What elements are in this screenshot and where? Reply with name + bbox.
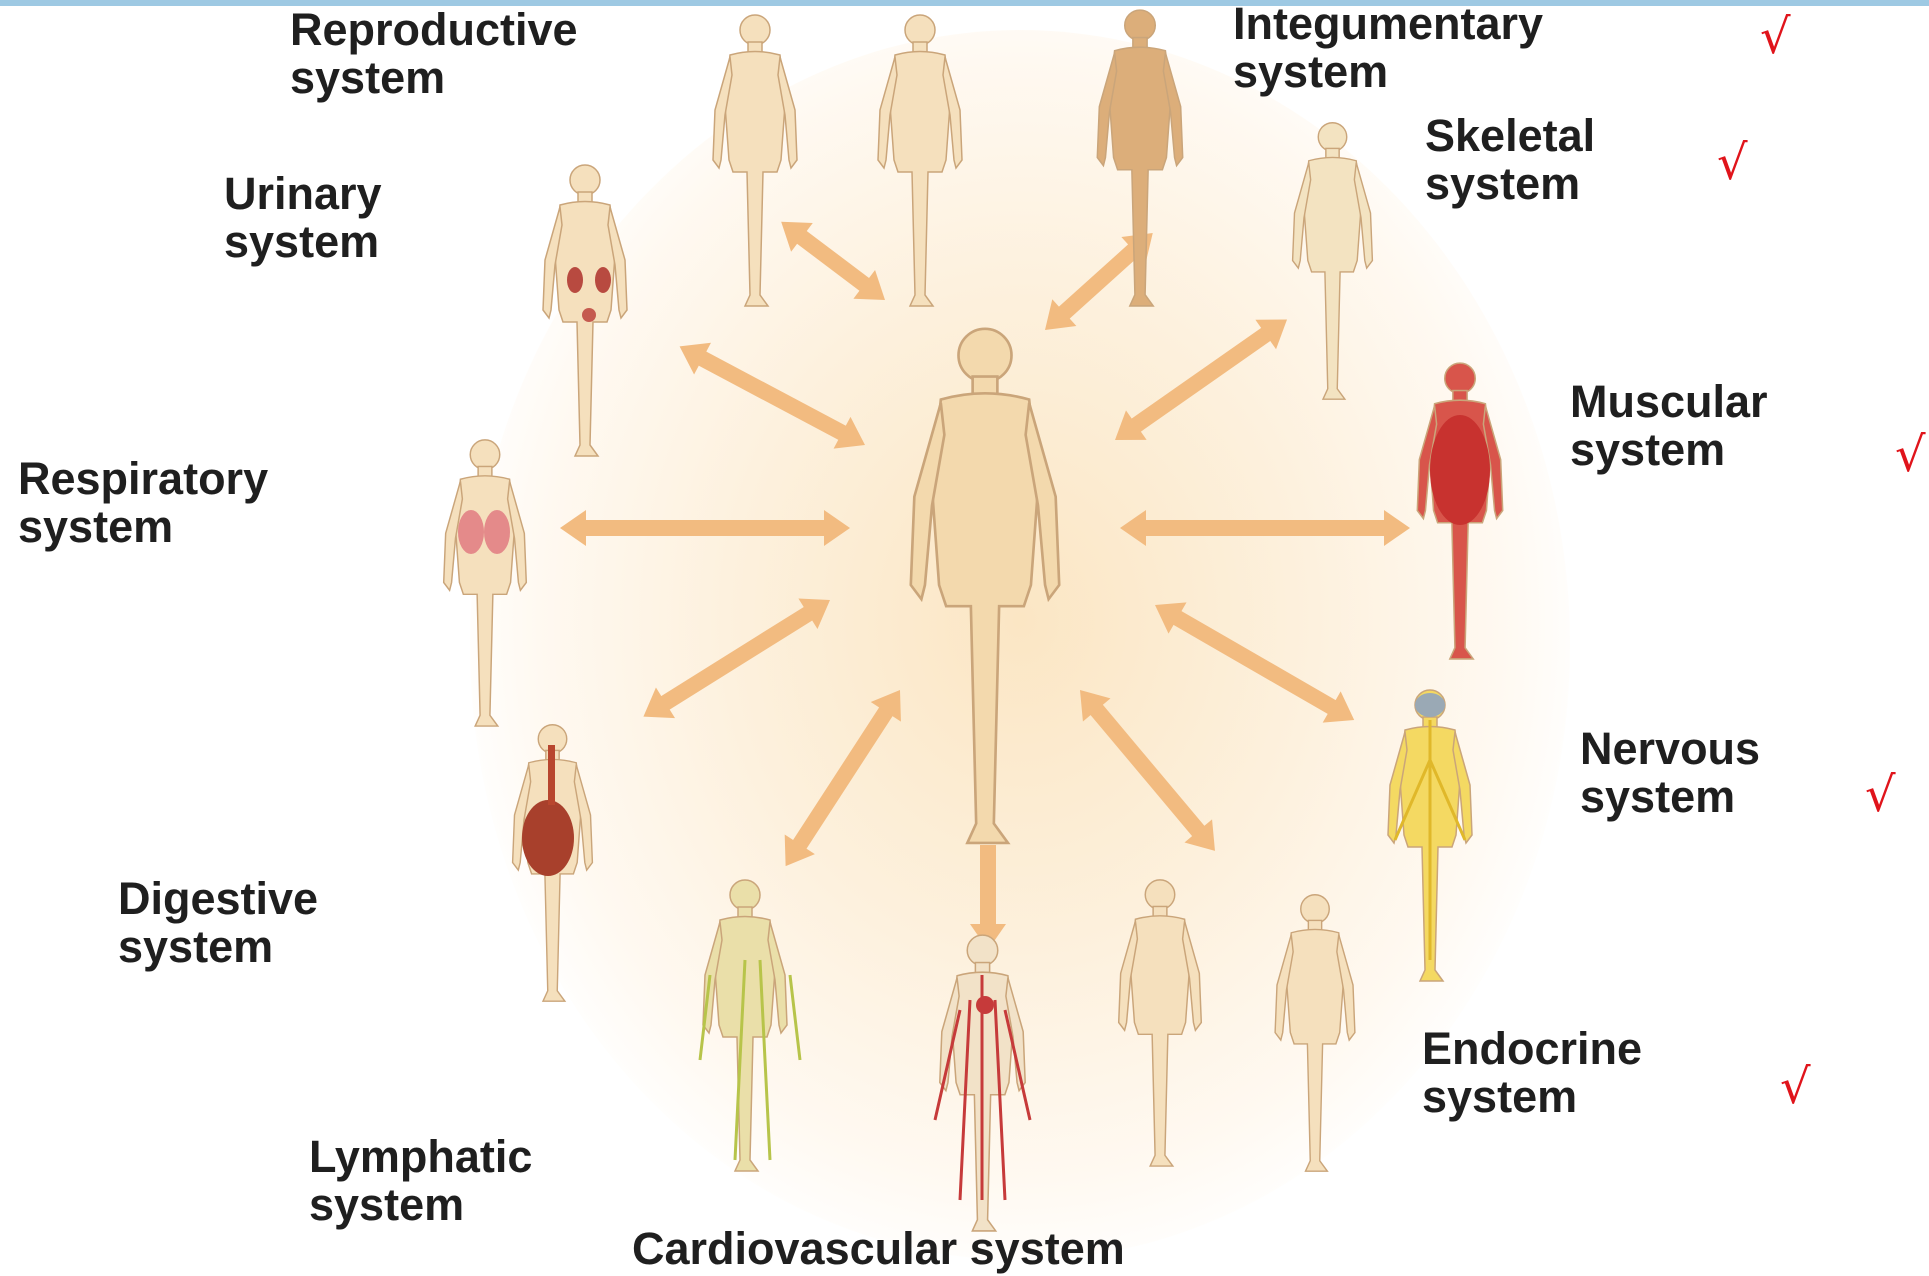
check-mark-muscular: √ — [1895, 430, 1926, 480]
figure-endocrine-male — [1119, 880, 1202, 1166]
stomach-intestines — [522, 800, 574, 876]
arrow-to-muscular — [1120, 510, 1410, 546]
arrow-to-skeletal — [1105, 305, 1298, 455]
arrow-to-urinary — [671, 331, 873, 461]
kidneys — [567, 267, 583, 293]
check-mark-endocrine: √ — [1780, 1062, 1811, 1112]
arrow-to-lymphatic — [771, 680, 916, 876]
brain — [1415, 693, 1445, 717]
esophagus — [548, 745, 555, 805]
check-mark-skeletal: √ — [1717, 138, 1748, 188]
figure-skeletal — [1293, 123, 1373, 399]
heart — [976, 996, 994, 1014]
figure-reproductive-male — [713, 15, 797, 306]
lungs — [458, 510, 484, 554]
figure-endocrine-female — [1275, 895, 1355, 1171]
arrow-to-cardiovascular — [970, 845, 1006, 950]
bladder — [582, 308, 596, 322]
figure-reproductive-female — [878, 15, 962, 306]
check-mark-integumentary: √ — [1760, 12, 1791, 62]
check-mark-nervous: √ — [1865, 770, 1896, 820]
arrow-to-respiratory — [560, 510, 850, 546]
arrow-to-reproductive — [770, 207, 895, 314]
arrow-to-endocrine — [1066, 678, 1229, 862]
muscle-detail — [1430, 415, 1490, 525]
figure-lymphatic — [703, 880, 787, 1171]
arrow-to-nervous — [1146, 589, 1363, 735]
arrow-to-digestive — [634, 585, 840, 732]
figure-central-body — [911, 329, 1059, 843]
label-cardiovascular-system: Cardiovascular system — [632, 1225, 1125, 1273]
figure-respiratory — [444, 440, 527, 726]
